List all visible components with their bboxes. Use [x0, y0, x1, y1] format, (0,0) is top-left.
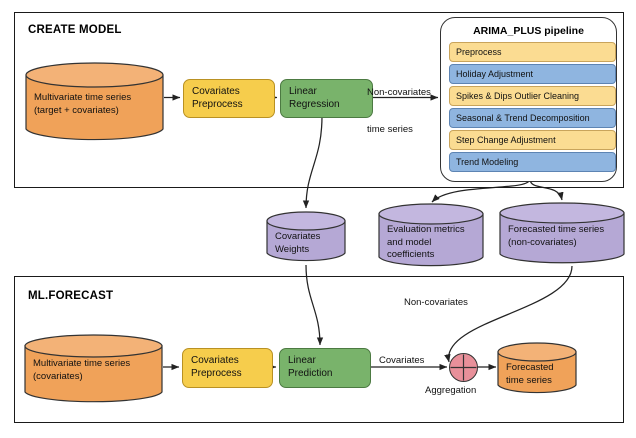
mlf-preprocess-line2: Preprocess: [191, 368, 242, 379]
create-model-frame: [14, 12, 624, 188]
artifact-1-line1: Evaluation metrics: [387, 224, 465, 235]
linear-prediction-line1: Linear: [288, 355, 316, 367]
aggregation-label: Aggregation: [425, 385, 477, 396]
ml-forecast-source-db: Multivariate time series (covariates): [24, 334, 163, 404]
arima-plus-pipeline-panel: ARIMA_PLUS pipeline Preprocess Holiday A…: [440, 17, 617, 182]
cylinder-shape: [378, 203, 484, 267]
edge-label-line2: time series: [367, 123, 413, 135]
artifact-0-line1: Covariates: [275, 231, 321, 242]
edge-label-non-covariates-time-series: Non-covariates time series: [367, 62, 431, 161]
linear-regression-box[interactable]: Linear Regression: [280, 79, 373, 118]
linear-regression-line1: Linear: [289, 85, 317, 97]
artifact-forecasted-non-covariates: Forecasted time series (non-covariates): [499, 202, 625, 265]
artifact-forecasted-non-covariates-text: Forecasted time series (non-covariates): [508, 224, 618, 249]
ml-forecast-output-db: Forecasted time series: [497, 342, 577, 395]
artifact-1-line3: coefficients: [387, 249, 435, 261]
linear-prediction-line2: Prediction: [288, 368, 333, 379]
arima-plus-pipeline-title: ARIMA_PLUS pipeline: [473, 25, 584, 37]
pipeline-step-step-change-adjustment[interactable]: Step Change Adjustment: [449, 130, 616, 150]
artifact-1-line2: and model: [387, 236, 432, 248]
artifact-2-line2: (non-covariates): [508, 236, 577, 248]
cylinder-shape: [266, 211, 346, 262]
mlf-preprocess-line1: Covariates: [191, 355, 239, 367]
artifact-covariates-weights: Covariates Weights: [266, 211, 346, 263]
artifact-2-line1: Forecasted time series: [508, 224, 605, 235]
pipeline-step-spikes-dips-outlier-cleaning[interactable]: Spikes & Dips Outlier Cleaning: [449, 86, 616, 106]
edge-label-covariates: Covariates: [379, 355, 425, 366]
cm-preprocess-line2: Preprocess: [192, 98, 243, 110]
artifact-evaluation-metrics: Evaluation metrics and model coefficient…: [378, 203, 484, 268]
mlf-source-db-line2: (covariates): [33, 370, 83, 382]
edge-regression-to-weights: [302, 115, 323, 209]
cm-preprocess-line1: Covariates: [192, 85, 240, 97]
edge-weights-to-prediction: [305, 264, 324, 346]
pipeline-step-holiday-adjustment[interactable]: Holiday Adjustment: [449, 64, 616, 84]
source-db-line1: Multivariate time series: [34, 92, 132, 103]
cylinder-shape: [499, 202, 625, 264]
mlf-source-db-line1: Multivariate time series: [33, 358, 131, 369]
edge-forecast-to-aggregation: [444, 265, 573, 363]
aggregation-node[interactable]: [449, 353, 478, 382]
create-model-title: CREATE MODEL: [28, 24, 122, 36]
pipeline-step-seasonal-trend-decomposition[interactable]: Seasonal & Trend Decomposition: [449, 108, 616, 128]
edge-label-non-covariates: Non-covariates: [404, 297, 468, 308]
create-model-source-db-text: Multivariate time series (target + covar…: [34, 92, 157, 117]
ml-forecast-title: ML.FORECAST: [28, 290, 114, 302]
cylinder-shape: [497, 342, 577, 394]
ml-forecast-output-db-text: Forecasted time series: [506, 362, 570, 387]
cylinder-shape: [25, 62, 164, 141]
mlf-output-line1: Forecasted: [506, 362, 554, 373]
create-model-covariates-preprocess-box[interactable]: Covariates Preprocess: [183, 79, 275, 118]
cylinder-shape: [24, 334, 163, 403]
mlf-output-line2: time series: [506, 374, 552, 386]
linear-prediction-box[interactable]: Linear Prediction: [279, 348, 371, 388]
artifact-evaluation-metrics-text: Evaluation metrics and model coefficient…: [387, 224, 477, 262]
source-db-line2: (target + covariates): [34, 104, 119, 116]
linear-regression-line2: Regression: [289, 98, 340, 110]
pipeline-step-preprocess[interactable]: Preprocess: [449, 42, 616, 62]
edge-label-line1: Non-covariates: [367, 86, 431, 98]
ml-forecast-source-db-text: Multivariate time series (covariates): [33, 358, 156, 383]
artifact-0-line2: Weights: [275, 243, 310, 255]
artifact-covariates-weights-text: Covariates Weights: [275, 231, 339, 256]
plus-icon: [450, 354, 477, 381]
ml-forecast-frame: [14, 276, 624, 423]
pipeline-step-trend-modeling[interactable]: Trend Modeling: [449, 152, 616, 172]
create-model-source-db: Multivariate time series (target + covar…: [25, 62, 164, 142]
ml-forecast-covariates-preprocess-box[interactable]: Covariates Preprocess: [182, 348, 273, 388]
